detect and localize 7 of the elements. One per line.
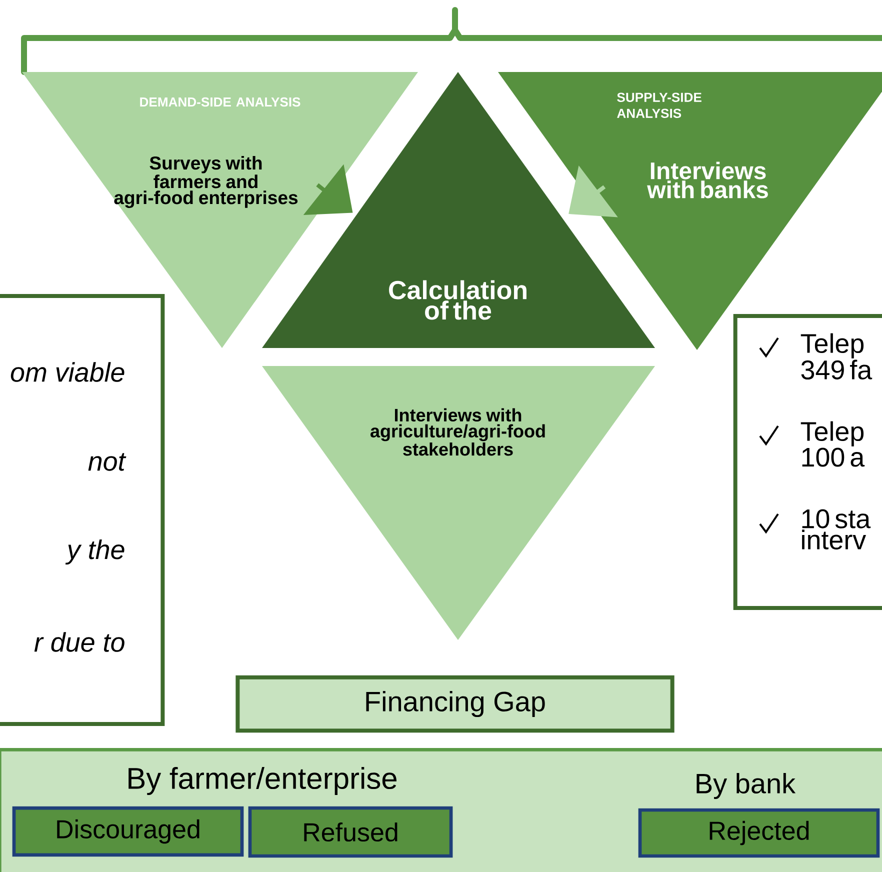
category-box: Refused xyxy=(248,806,453,858)
text-box: om viable not y the r due to xyxy=(0,294,165,726)
bullet-list-box: Telep 349 fa Telep 100 a 10 sta interv xyxy=(733,314,882,610)
result-box: Financing Gap xyxy=(236,675,674,733)
triangle: Interviews with agriculture/agri-food stakeholders xyxy=(262,366,655,640)
category-box: Rejected xyxy=(638,808,880,858)
category-box: Discouraged xyxy=(12,806,244,857)
